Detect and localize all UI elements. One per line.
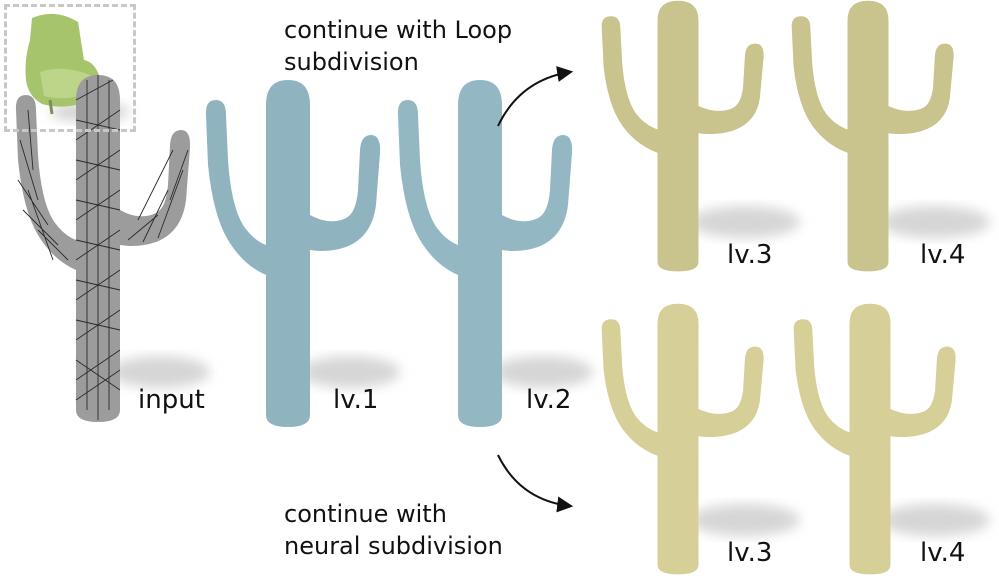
label-neural-lv3: lv.3 xyxy=(727,538,773,568)
label-lv1: lv.1 xyxy=(333,385,379,415)
input-mesh-cactus xyxy=(15,75,210,422)
label-loop-lv3: lv.3 xyxy=(727,240,773,270)
curved-arrow-icon xyxy=(497,454,574,513)
label-loop-lv4: lv.4 xyxy=(920,240,966,270)
curved-arrow-icon xyxy=(497,66,574,127)
loop-lv3-cactus xyxy=(601,0,800,272)
loop-lv4-cactus xyxy=(791,0,990,272)
loop-caption-line1: continue with Loop xyxy=(284,16,513,44)
neural-caption-line1: continue with xyxy=(284,500,447,528)
neural-caption: continue with neural subdivision xyxy=(284,498,503,562)
thumbnail-frame xyxy=(4,4,136,132)
neural-caption-line2: neural subdivision xyxy=(284,532,503,560)
label-neural-lv4: lv.4 xyxy=(920,538,966,568)
neural-lv3-cactus xyxy=(601,303,800,575)
loop-caption: continue with Loop subdivision xyxy=(284,14,512,78)
label-input: input xyxy=(138,385,205,415)
neural-lv4-cactus xyxy=(793,303,990,575)
lv1-cactus xyxy=(205,80,400,427)
lv2-cactus xyxy=(397,80,593,427)
loop-caption-line2: subdivision xyxy=(284,48,419,76)
label-lv2: lv.2 xyxy=(526,385,572,415)
